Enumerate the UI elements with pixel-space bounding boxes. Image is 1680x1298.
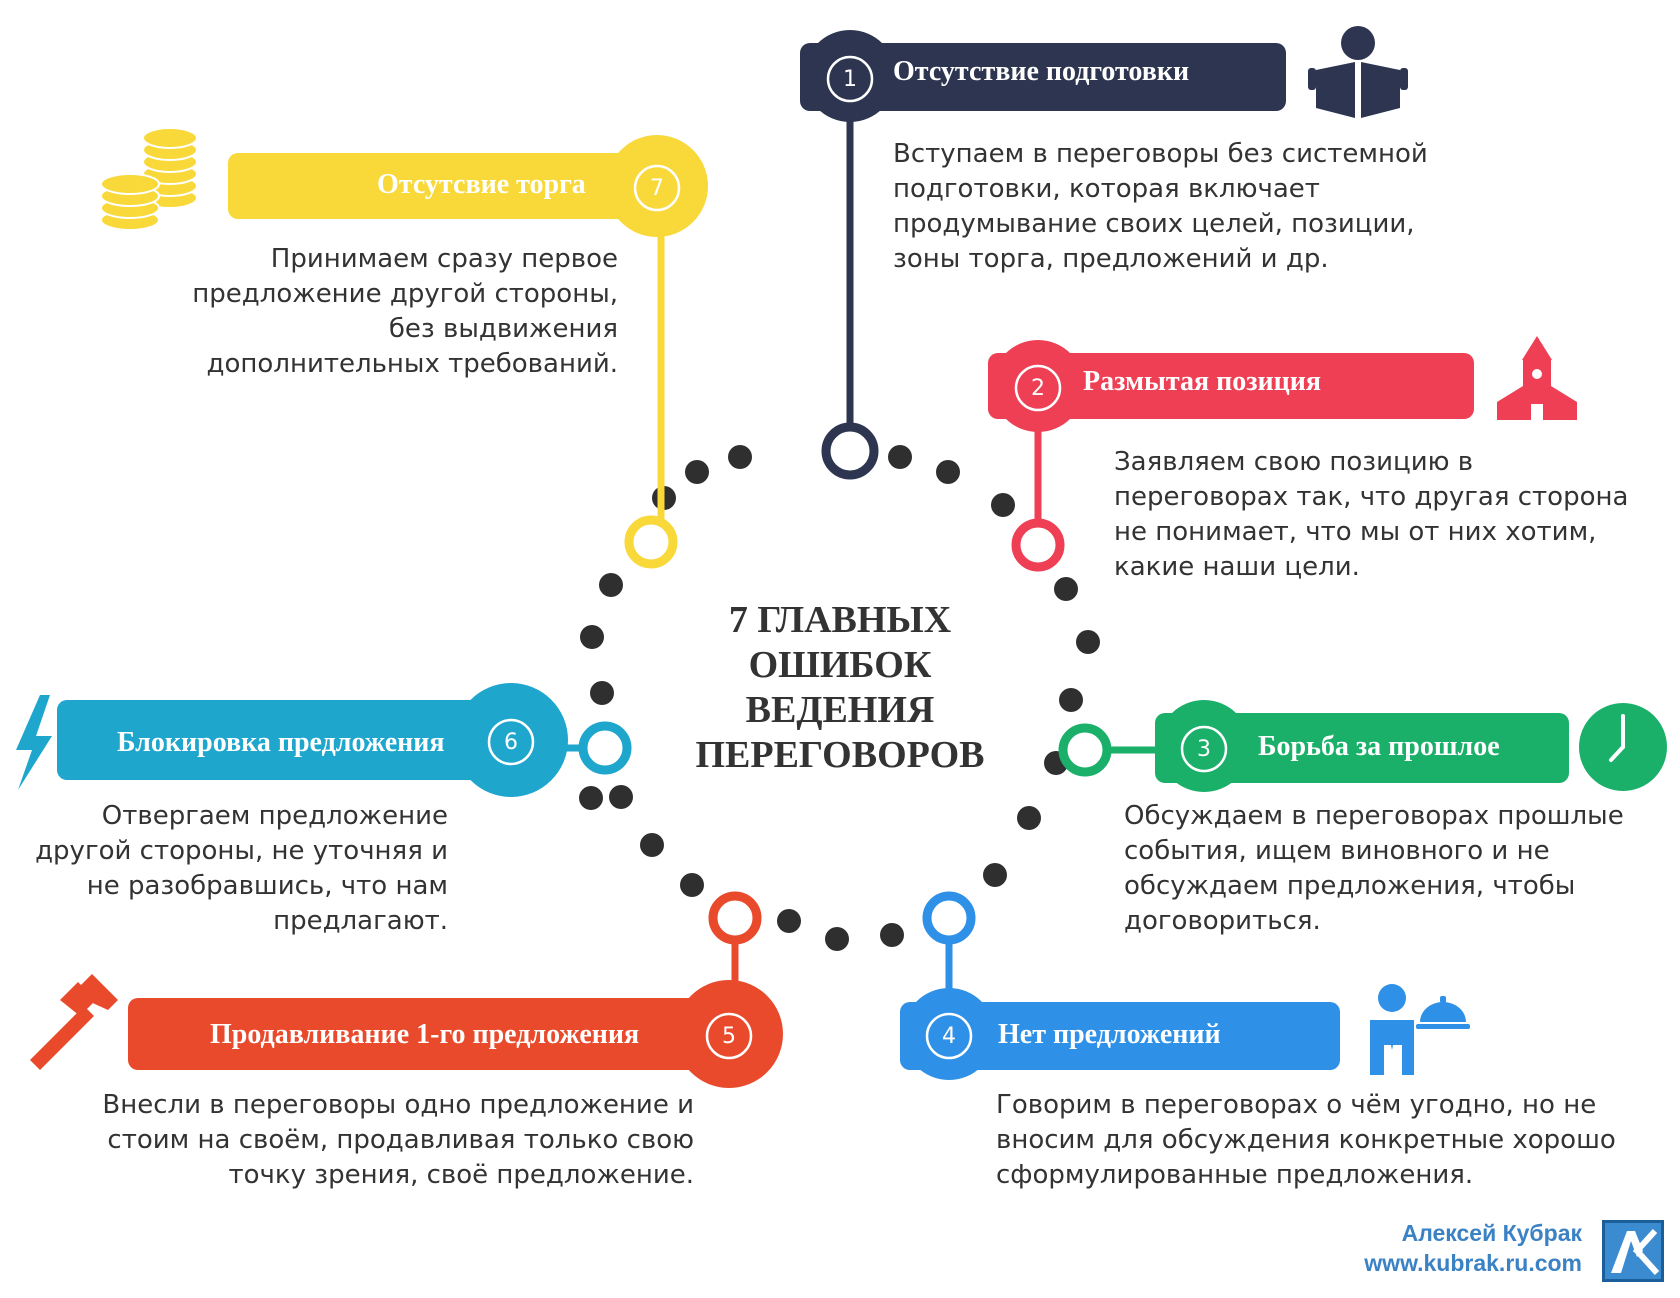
badge-number-5: 5 (722, 1023, 736, 1049)
badge-number-2: 2 (1031, 375, 1045, 401)
item-1-graphic (800, 26, 1408, 480)
item-3-graphic (1058, 700, 1667, 792)
center-title: 7 ГЛАВНЫХ ОШИБОК ВЕДЕНИЯ ПЕРЕГОВОРОВ (660, 598, 1020, 778)
item-4-title: Нет предложений (998, 1019, 1221, 1050)
center-title-line-3: ВЕДЕНИЯ (745, 689, 935, 731)
item-1-title: Отсутствие подготовки (893, 56, 1190, 87)
building-tower-icon (1497, 336, 1577, 420)
ring-dots (579, 445, 1100, 951)
center-title-line-1: 7 ГЛАВНЫХ (728, 599, 952, 641)
item-5-title: Продавливание 1-го предложения (210, 1019, 640, 1050)
author-site-link[interactable]: www.kubrak.ru.com (1364, 1250, 1582, 1276)
item-6-graphic (16, 683, 632, 797)
author-name: Алексей Кубрак (1401, 1220, 1582, 1246)
center-title-line-4: ПЕРЕГОВОРОВ (695, 734, 985, 776)
item-4-description: Говорим в переговорах о чём угодно, но н… (996, 1090, 1616, 1190)
item-2-title: Размытая позиция (1083, 366, 1322, 397)
item-5-graphic (30, 891, 783, 1088)
lightning-icon (16, 695, 52, 790)
badge-number-4: 4 (942, 1023, 956, 1049)
item-4-graphic (900, 891, 1470, 1080)
item-3-title: Борьба за прошлое (1258, 731, 1500, 762)
author-logo-icon (1602, 1220, 1664, 1282)
item-2-graphic (988, 336, 1577, 572)
badge-number-7: 7 (650, 175, 664, 201)
item-7-graphic (100, 127, 708, 569)
hammer-icon (30, 974, 118, 1070)
coin-stacks-icon (100, 127, 198, 231)
item-6-title: Блокировка предложения (117, 727, 445, 758)
badge-number-1: 1 (843, 66, 857, 92)
center-title-line-2: ОШИБОК (748, 644, 932, 686)
badge-number-3: 3 (1197, 736, 1211, 762)
badge-number-6: 6 (504, 729, 518, 755)
clock-icon (1579, 703, 1667, 791)
reading-book-icon (1308, 26, 1408, 118)
item-7-title: Отсутсвие торга (377, 169, 586, 200)
waiter-cloche-icon (1370, 984, 1470, 1075)
